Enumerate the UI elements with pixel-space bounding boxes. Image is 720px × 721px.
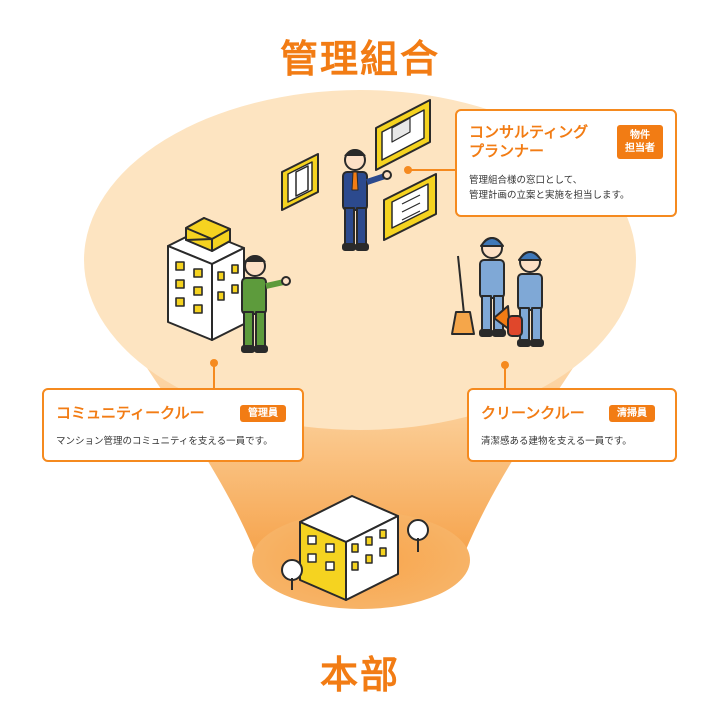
community-crew-title: コミュニティークルー <box>56 404 205 422</box>
clean-crew-card: クリーンクルー 清掃員 清潔感ある建物を支える一員です。 <box>467 388 677 462</box>
consulting-planner-card: コンサルティング プランナー 物件 担当者 管理組合様の窓口として、 管理計画の… <box>455 109 677 217</box>
community-crew-person-illustration <box>241 255 291 353</box>
consulting-planner-title: コンサルティング プランナー <box>469 123 589 160</box>
community-crew-card: コミュニティークルー 管理員 マンション管理のコミュニティを支える一員です。 <box>42 388 304 462</box>
page-title-headquarters: 本部 <box>319 653 400 697</box>
consulting-planner-description: 管理組合様の窓口として、 管理計画の立案と実施を担当します。 <box>469 175 630 201</box>
clean-crew-badge: 清掃員 <box>609 405 655 422</box>
community-crew-badge: 管理員 <box>240 405 286 422</box>
community-crew-description: マンション管理のコミュニティを支える一員です。 <box>56 436 273 447</box>
clean-crew-title: クリーンクルー <box>481 404 585 422</box>
clean-connector-dot <box>501 361 509 369</box>
consulting-connector-dot <box>404 166 412 174</box>
floating-card-apartment-illustration <box>375 99 431 171</box>
headquarters-building-illustration <box>281 495 429 601</box>
consulting-planner-badge: 物件 担当者 <box>617 125 663 159</box>
clean-crew-people-illustration <box>451 237 544 347</box>
community-connector-dot <box>210 359 218 367</box>
floating-card-building-illustration <box>281 153 319 211</box>
apartment-building-illustration <box>167 217 245 341</box>
consulting-planner-person-illustration <box>342 149 392 251</box>
floating-card-document-illustration <box>383 173 437 241</box>
page-title-management-association: 管理組合 <box>279 37 440 81</box>
clean-crew-description: 清潔感ある建物を支える一員です。 <box>481 436 632 447</box>
